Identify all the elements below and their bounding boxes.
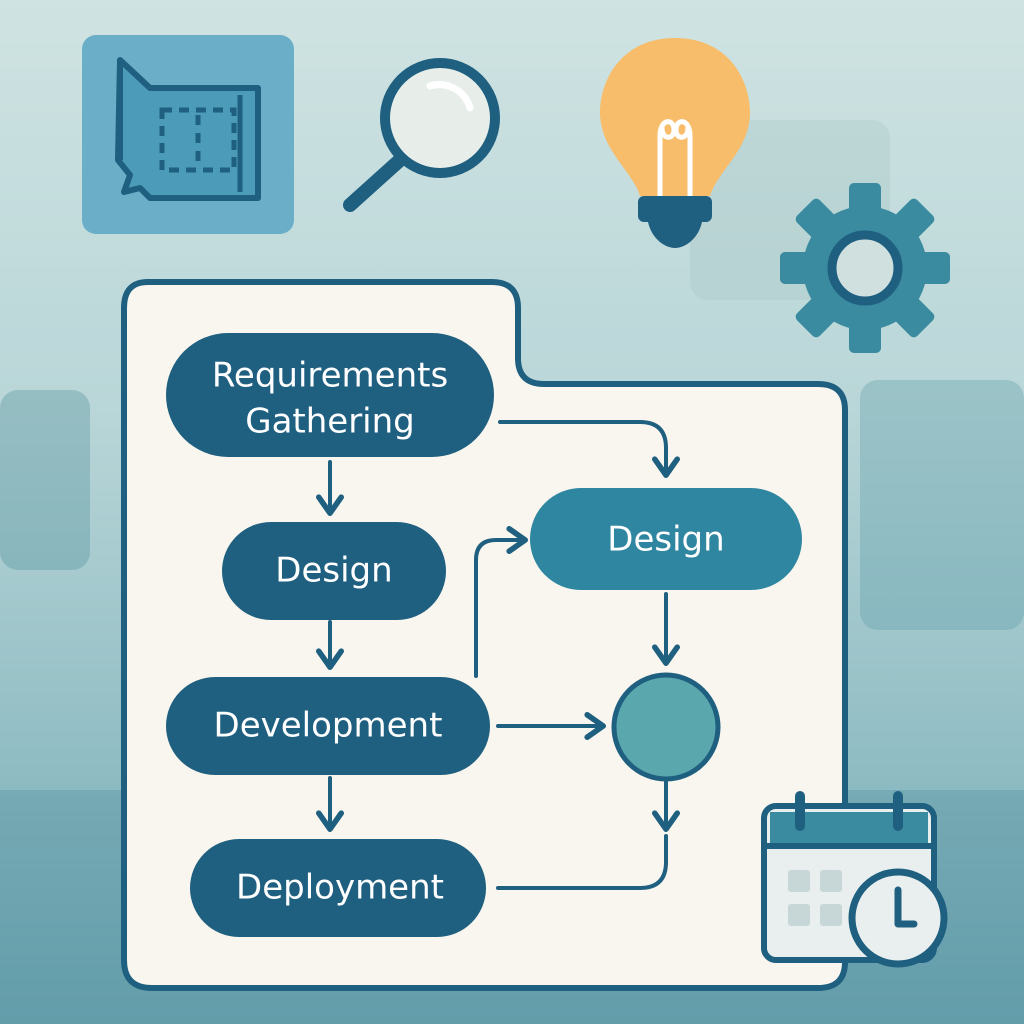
node-requirements-line1: Requirements: [212, 356, 448, 396]
magnifier-icon: [343, 58, 500, 212]
connector-deployment-to-circle: [496, 834, 668, 890]
node-requirements-line2: Gathering: [245, 402, 415, 442]
node-design-left: Design: [222, 522, 446, 620]
node-merge-circle: [611, 672, 721, 782]
node-development: Development: [166, 677, 490, 775]
background-shape: [0, 390, 90, 570]
background-shape: [860, 380, 1024, 630]
arrow-requirements-to-design-right: [498, 420, 680, 478]
node-deployment: Deployment: [190, 839, 486, 937]
arrow-development-up-to-design-right: [474, 526, 528, 678]
node-design-left-label: Design: [275, 551, 392, 591]
node-development-label: Development: [214, 706, 443, 746]
node-deployment-label: Deployment: [236, 868, 444, 908]
calendar-clock-icon: [761, 791, 948, 968]
lightbulb-icon: [600, 38, 750, 248]
node-requirements-gathering: Requirements Gathering: [166, 333, 494, 457]
node-design-right-label: Design: [607, 520, 724, 560]
connectors: [316, 420, 680, 890]
gear-icon: [780, 183, 950, 353]
node-design-right: Design: [530, 488, 802, 590]
blueprint-icon: [82, 35, 294, 234]
